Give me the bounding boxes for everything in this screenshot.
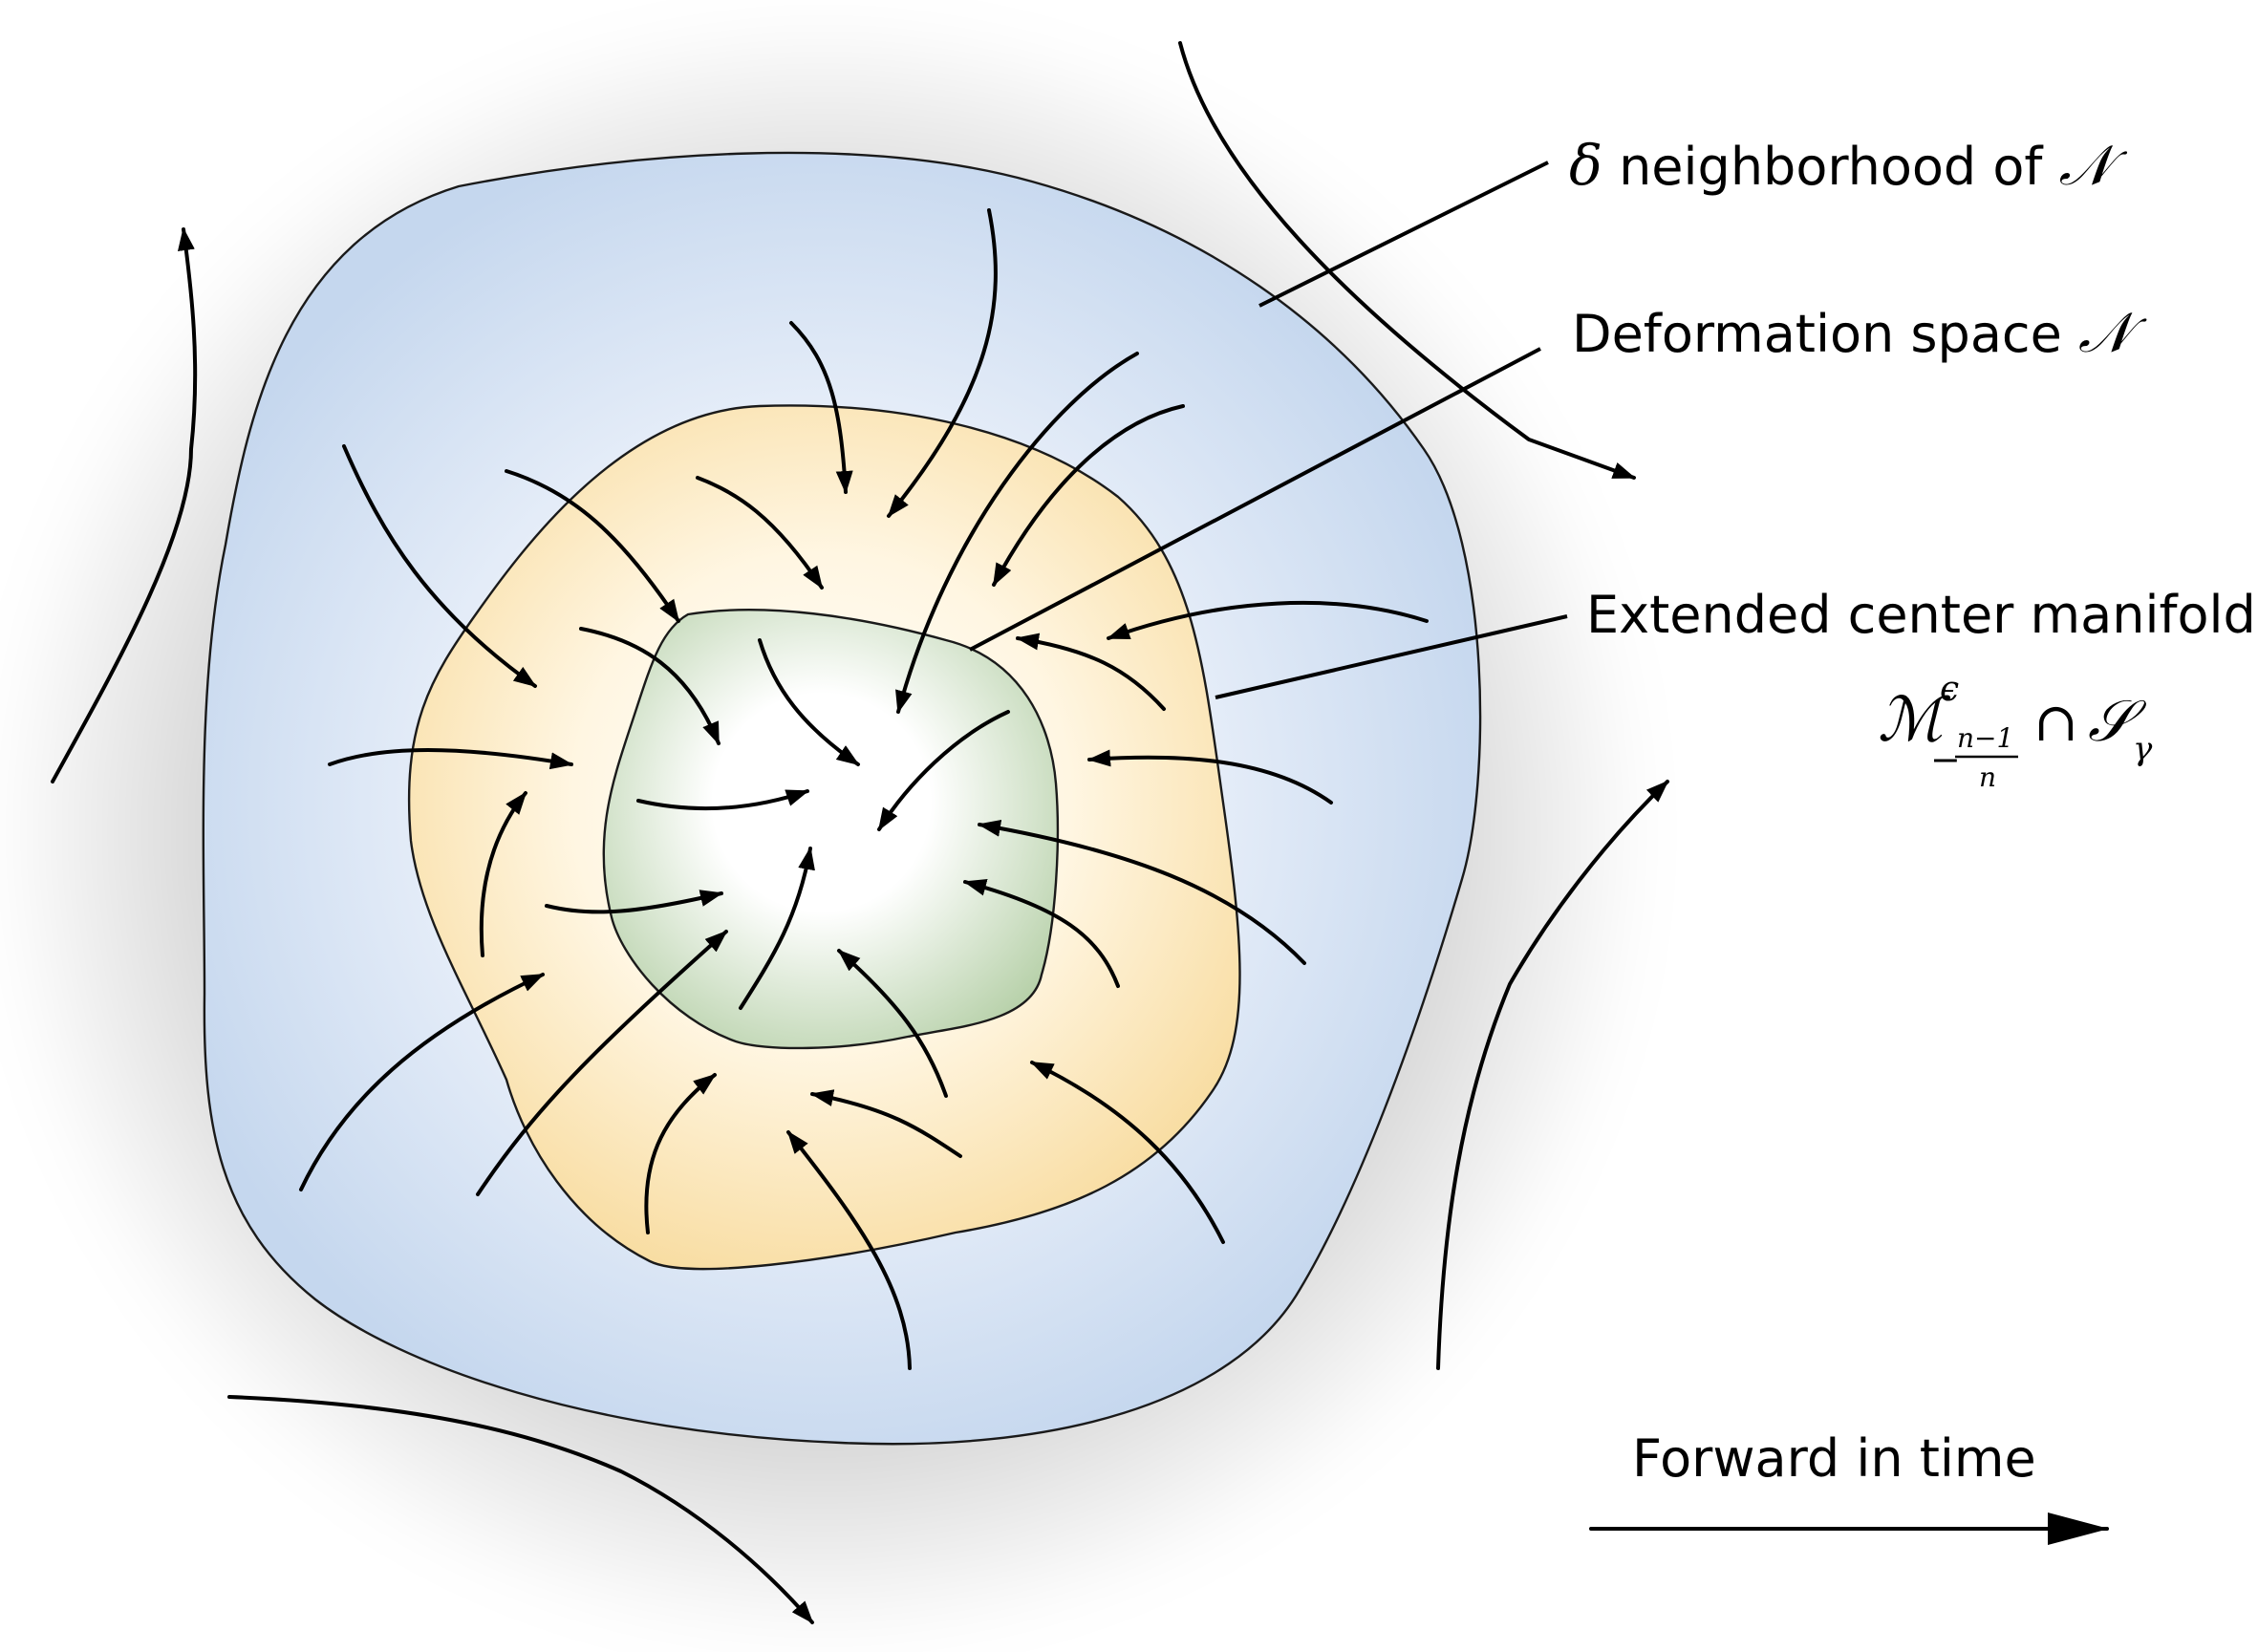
forward-in-time-label: Forward in time — [1632, 1428, 2036, 1489]
formula-sub-numerator: n−1 — [1957, 722, 2013, 754]
flow-arrow — [299, 973, 545, 1191]
flow-arrow — [1016, 633, 1166, 711]
formula-sub-denominator: n — [1979, 762, 1996, 793]
flow-arrow — [877, 710, 1010, 831]
flow-arrow — [739, 847, 815, 1010]
flow-arrow — [978, 819, 1306, 965]
formula-sub-sign: − — [1930, 739, 1961, 781]
formula-operator: ∩ — [2033, 692, 2078, 754]
delta-symbol: δ — [1569, 133, 1602, 198]
flow-arrow — [227, 1395, 814, 1624]
deformation-space-text: Deformation space — [1572, 304, 2078, 364]
deformation-space-label: Deformation space 𝒩 — [1572, 300, 2147, 365]
flow-arrow — [887, 208, 998, 518]
flow-arrow — [992, 404, 1185, 587]
flow-arrow — [1436, 780, 1669, 1370]
center-manifold-leader — [1215, 614, 1568, 699]
formula-superscript: ϵ — [1940, 670, 1959, 709]
delta-neighborhood-leader — [1258, 161, 1549, 308]
delta-neighborhood-text: neighborhood of — [1602, 137, 2059, 197]
flow-arrow — [328, 748, 573, 770]
flow-arrow — [342, 444, 537, 688]
flow-arrow — [1178, 41, 1636, 480]
formula-second-subscript: γ — [2133, 730, 2153, 768]
center-manifold-label: Extended center manifold — [1586, 585, 2256, 645]
flow-arrow — [810, 1089, 962, 1158]
flow-arrow — [636, 789, 809, 811]
deformation-space-leader — [969, 347, 1541, 652]
leader-lines — [969, 161, 1568, 699]
flow-arrow — [505, 469, 680, 623]
delta-neighborhood-label: δ neighborhood of 𝒩 — [1569, 133, 2128, 198]
flow-arrow — [579, 627, 720, 745]
flow-arrow — [1087, 749, 1333, 805]
flow-arrow — [545, 890, 723, 914]
flow-arrow — [758, 638, 860, 766]
flow-arrow — [786, 1130, 912, 1370]
flow-arrow — [644, 1073, 717, 1234]
flow-arrow — [837, 949, 948, 1098]
deformation-space-symbol: 𝒩 — [2078, 300, 2147, 365]
center-manifold-formula: ℳ ϵ − n−1 n ∩ 𝒮 γ — [1878, 670, 2153, 793]
flow-arrow — [476, 930, 728, 1196]
flow-arrow — [895, 352, 1139, 714]
formula-main-symbol: ℳ — [1878, 685, 1951, 756]
flow-arrow — [51, 227, 198, 783]
delta-neighborhood-space-symbol: 𝒩 — [2059, 133, 2128, 198]
flow-arrow — [1030, 1061, 1225, 1244]
flow-arrow — [1107, 600, 1429, 640]
flow-arrow — [963, 879, 1120, 988]
flow-field — [51, 41, 1669, 1624]
flow-arrow — [479, 791, 527, 957]
flow-arrow — [789, 321, 853, 494]
flow-arrow — [696, 476, 824, 590]
